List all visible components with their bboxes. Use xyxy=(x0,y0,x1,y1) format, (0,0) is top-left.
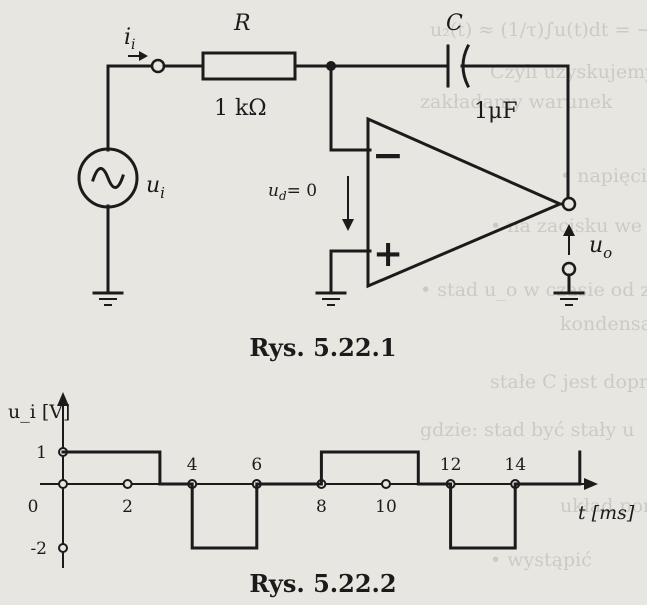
x-tick-label: 2 xyxy=(122,497,133,517)
input-terminal xyxy=(150,58,166,74)
y-tick-mark xyxy=(58,543,68,553)
resistor-label: R xyxy=(233,11,251,36)
output-ground-terminal xyxy=(561,261,577,277)
ground-noninverting xyxy=(315,291,347,306)
wire-noninverting xyxy=(329,249,372,294)
background-text-line: układ porządkowe xyxy=(560,495,647,517)
waveform-series xyxy=(61,450,582,550)
y-tick-label: 1 xyxy=(36,443,47,463)
wire-source-top xyxy=(106,64,154,152)
capacitor-label: C xyxy=(446,11,463,36)
resistor-icon xyxy=(201,51,297,81)
x-tick-mark xyxy=(122,479,133,489)
ground-output xyxy=(553,291,585,306)
background-text-line: gdzie: stad być stały u xyxy=(420,419,634,441)
background-text-line: zakładamy warunek xyxy=(420,91,613,113)
background-text-line: u₂(t) ≈ (1/τ)∫u(t)dt = −(1/RC)∫u_i(t)dt xyxy=(430,19,647,41)
resistor-value: 1 kΩ xyxy=(214,96,267,121)
output-voltage-label: uo xyxy=(589,233,612,262)
ground-source xyxy=(92,291,124,306)
x-tick-label: 12 xyxy=(440,455,462,475)
diff-voltage-label: ud= 0 xyxy=(268,181,317,203)
output-terminal xyxy=(561,196,577,212)
background-text-line: • napięcie u_d jest równe zeru xyxy=(560,165,647,187)
waveform-chart: u_i [V] t [ms] 0 2 4 6 8 10 12 14 1 -2 Rys. 5.22.… xyxy=(8,392,635,598)
background-text-line: stałe C jest doprowadzone xyxy=(490,371,647,393)
tick-marks: 0 2 4 6 8 10 12 14 1 -2 xyxy=(28,443,526,559)
op-amp-icon xyxy=(366,116,564,289)
caption-chart: Rys. 5.22.2 xyxy=(249,569,396,598)
ac-source-icon xyxy=(77,147,139,209)
y-tick-label: -2 xyxy=(30,539,47,559)
x-tick-label: 6 xyxy=(251,455,262,475)
x-axis-label: t [ms] xyxy=(578,502,635,524)
x-tick-mark xyxy=(58,479,68,489)
x-tick-label: 10 xyxy=(375,497,397,517)
x-tick-label: 8 xyxy=(316,497,327,517)
x-tick-mark xyxy=(381,479,391,489)
x-tick-label: 0 xyxy=(28,497,39,517)
x-tick-label: 14 xyxy=(504,455,526,475)
background-text-line: • wystąpić xyxy=(490,549,592,571)
wire-feedback xyxy=(460,64,570,198)
noninverting-sign: + xyxy=(373,233,403,275)
inverting-sign: − xyxy=(372,132,404,177)
x-axis-arrow-icon xyxy=(584,478,598,490)
background-text-line: kondensatora dowodzie xyxy=(560,313,647,335)
circuit-diagram: ii R 1 kΩ C 1μF ui ud= 0 − + uo Rys. 5.2… xyxy=(77,11,612,362)
capacitor-value: 1μF xyxy=(474,99,518,124)
y-axis-label: u_i [V] xyxy=(8,401,70,423)
sine-wave-icon xyxy=(91,167,125,189)
x-tick-label: 4 xyxy=(187,455,198,475)
background-text: u₂(t) ≈ (1/τ)∫u(t)dt = −(1/RC)∫u_i(t)dtC… xyxy=(420,19,647,571)
wire-inverting xyxy=(329,64,372,152)
caption-circuit: Rys. 5.22.1 xyxy=(249,333,396,362)
background-text-line: • stad u_o w czasie od zera xyxy=(420,279,647,301)
y-axis-arrow-icon xyxy=(57,392,69,406)
current-label: ii xyxy=(124,25,136,53)
input-voltage-label: ui xyxy=(146,173,165,202)
